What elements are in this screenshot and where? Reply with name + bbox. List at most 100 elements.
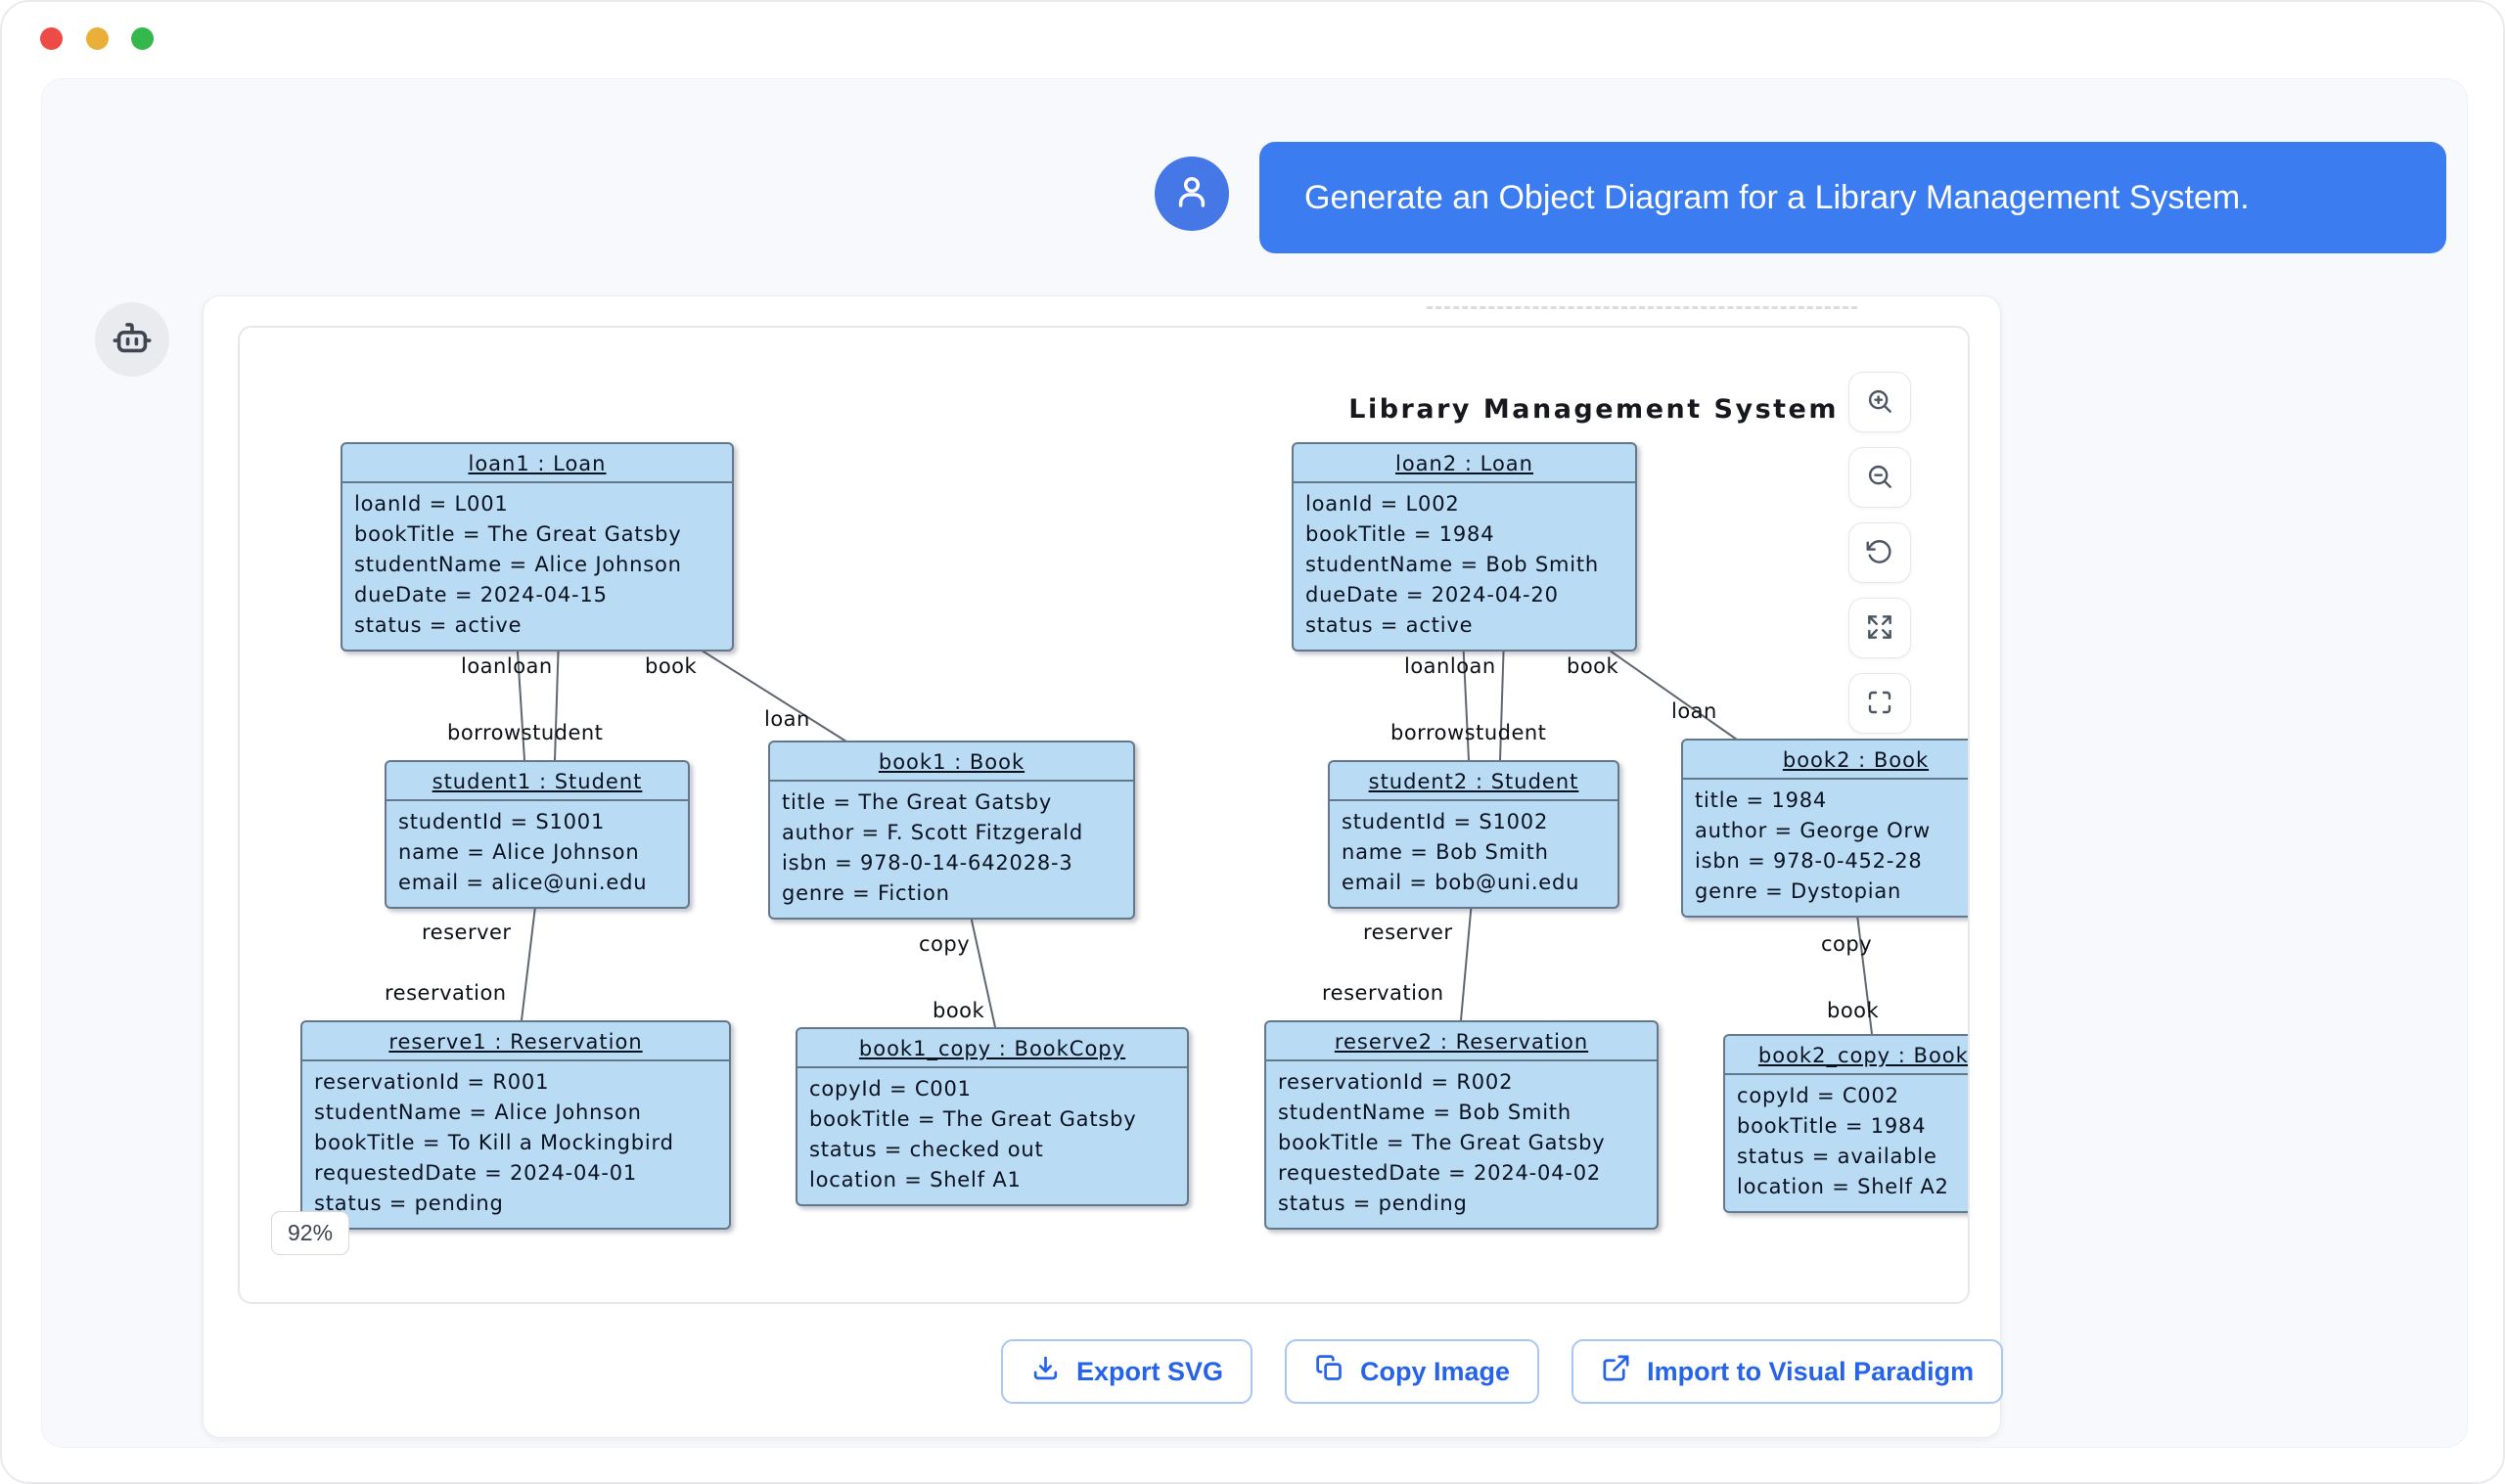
- object-attribute: bookTitle = 1984: [1305, 522, 1495, 546]
- zoom-out-icon: [1864, 461, 1895, 495]
- object-title: book2_copy : BookCopy: [1725, 1036, 1968, 1075]
- clipped-content-hint: [1427, 306, 1857, 309]
- copy-image-button[interactable]: Copy Image: [1285, 1339, 1540, 1404]
- object-attribute: location = Shelf A2: [1737, 1175, 1949, 1198]
- edge-role-label: book: [1567, 654, 1619, 678]
- object-attribute: studentId = S1002: [1342, 810, 1549, 833]
- expand-arrows-icon: [1864, 611, 1895, 646]
- zoom-level-badge: 92%: [271, 1211, 350, 1255]
- object-attribute: location = Shelf A1: [809, 1168, 1022, 1192]
- uml-object-reserve2[interactable]: reserve2 : Reservation reservationId = R0…: [1264, 1020, 1659, 1230]
- zoom-out-button[interactable]: [1848, 447, 1911, 508]
- object-attribute: studentName = Bob Smith: [1305, 553, 1600, 576]
- user-avatar: [1155, 157, 1229, 231]
- object-attribute: bookTitle = 1984: [1737, 1114, 1927, 1138]
- bot-avatar: [95, 302, 169, 377]
- maximize-window-button[interactable]: [131, 27, 154, 50]
- uml-object-loan2[interactable]: loan2 : Loan loanId = L002 bookTitle = 198…: [1292, 442, 1637, 652]
- edge-role-label: reserver: [1363, 921, 1453, 944]
- object-attribute: status = checked out: [809, 1138, 1044, 1161]
- object-attribute: bookTitle = The Great Gatsby: [1278, 1131, 1606, 1154]
- object-attribute: bookTitle = To Kill a Mockingbird: [314, 1131, 674, 1154]
- reset-rotate-ccw-icon: [1864, 536, 1895, 570]
- minimize-window-button[interactable]: [86, 27, 109, 50]
- object-attribute: reservationId = R001: [314, 1070, 550, 1094]
- edge-role-label: copy: [919, 932, 971, 956]
- uml-object-loan1[interactable]: loan1 : Loan loanId = L001 bookTitle = The…: [341, 442, 734, 652]
- object-title: reserve1 : Reservation: [302, 1022, 729, 1061]
- object-title: student1 : Student: [387, 762, 688, 801]
- uml-object-book1[interactable]: book1 : Book title = The Great Gatsby auth…: [768, 741, 1135, 920]
- edge-role-label: book: [933, 999, 985, 1022]
- object-title: book1 : Book: [770, 742, 1133, 782]
- download-icon: [1030, 1353, 1061, 1390]
- uml-object-reserve1[interactable]: reserve1 : Reservation reservationId = R0…: [300, 1020, 731, 1230]
- edge-role-label: borrowstudent: [1390, 721, 1547, 744]
- object-title: book2 : Book: [1683, 741, 1968, 780]
- object-attribute: dueDate = 2024-04-15: [354, 583, 608, 607]
- object-title: loan2 : Loan: [1294, 444, 1635, 483]
- user-icon: [1171, 171, 1212, 217]
- copy-image-label: Copy Image: [1360, 1356, 1511, 1386]
- import-to-visual-paradigm-button[interactable]: Import to Visual Paradigm: [1571, 1339, 2004, 1404]
- object-attribute: studentName = Alice Johnson: [314, 1101, 642, 1124]
- uml-object-book2_copy[interactable]: book2_copy : BookCopy copyId = C002 bookTi…: [1723, 1034, 1968, 1213]
- reset-view-button[interactable]: [1848, 522, 1911, 583]
- object-attribute: email = alice@uni.edu: [398, 871, 648, 894]
- object-title: loan1 : Loan: [342, 444, 732, 483]
- edge-role-label: reserver: [422, 921, 512, 944]
- object-attribute: status = pending: [314, 1192, 504, 1215]
- edge-role-label: reservation: [1322, 981, 1444, 1005]
- object-title: reserve2 : Reservation: [1266, 1022, 1657, 1061]
- edge-role-label: loanloan: [1404, 654, 1496, 678]
- uml-object-student1[interactable]: student1 : Student studentId = S1001 name …: [385, 760, 690, 909]
- object-attribute: requestedDate = 2024-04-01: [314, 1161, 638, 1185]
- edge-role-label: loan: [764, 707, 810, 731]
- object-attribute: loanId = L002: [1305, 492, 1460, 516]
- robot-icon: [110, 315, 155, 365]
- close-window-button[interactable]: [40, 27, 63, 50]
- object-attribute: bookTitle = The Great Gatsby: [354, 522, 682, 546]
- object-attribute: bookTitle = The Great Gatsby: [809, 1107, 1137, 1131]
- object-attribute: genre = Dystopian: [1695, 879, 1902, 903]
- zoom-in-button[interactable]: [1848, 372, 1911, 432]
- object-attribute: status = pending: [1278, 1192, 1468, 1215]
- object-attribute: email = bob@uni.edu: [1342, 871, 1580, 894]
- object-attribute: reservationId = R002: [1278, 1070, 1514, 1094]
- object-attribute: title = The Great Gatsby: [782, 790, 1053, 814]
- edge-role-label: reservation: [385, 981, 507, 1005]
- object-attribute: author = George Orw: [1695, 819, 1931, 842]
- object-attribute: copyId = C002: [1737, 1084, 1899, 1107]
- zoom-in-icon: [1864, 385, 1895, 420]
- object-attribute: requestedDate = 2024-04-02: [1278, 1161, 1602, 1185]
- object-attribute: author = F. Scott Fitzgerald: [782, 821, 1084, 844]
- export-svg-button[interactable]: Export SVG: [1001, 1339, 1253, 1404]
- object-attribute: loanId = L001: [354, 492, 509, 516]
- export-svg-label: Export SVG: [1076, 1356, 1224, 1386]
- fullscreen-button[interactable]: [1848, 673, 1911, 734]
- object-attribute: isbn = 978-0-14-642028-3: [782, 851, 1073, 875]
- user-message-text: Generate an Object Diagram for a Library…: [1304, 178, 2250, 216]
- fullscreen-icon: [1864, 687, 1895, 721]
- edge-role-label: copy: [1821, 932, 1873, 956]
- diagram-title: Library Management System: [1348, 394, 1839, 425]
- object-attribute: name = Alice Johnson: [398, 840, 640, 864]
- object-attribute: status = active: [354, 613, 523, 637]
- edge-role-label: book: [1827, 999, 1880, 1022]
- connector-lines: [516, 636, 1873, 1035]
- actions-row: Export SVG Copy Image Import: [1001, 1339, 2004, 1404]
- object-attribute: studentName = Alice Johnson: [354, 553, 682, 576]
- object-attribute: studentId = S1001: [398, 810, 606, 833]
- expand-button[interactable]: [1848, 598, 1911, 658]
- object-attribute: genre = Fiction: [782, 881, 950, 905]
- object-attribute: status = active: [1305, 613, 1474, 637]
- user-message-bubble: Generate an Object Diagram for a Library…: [1259, 142, 2446, 253]
- external-link-icon: [1601, 1353, 1631, 1390]
